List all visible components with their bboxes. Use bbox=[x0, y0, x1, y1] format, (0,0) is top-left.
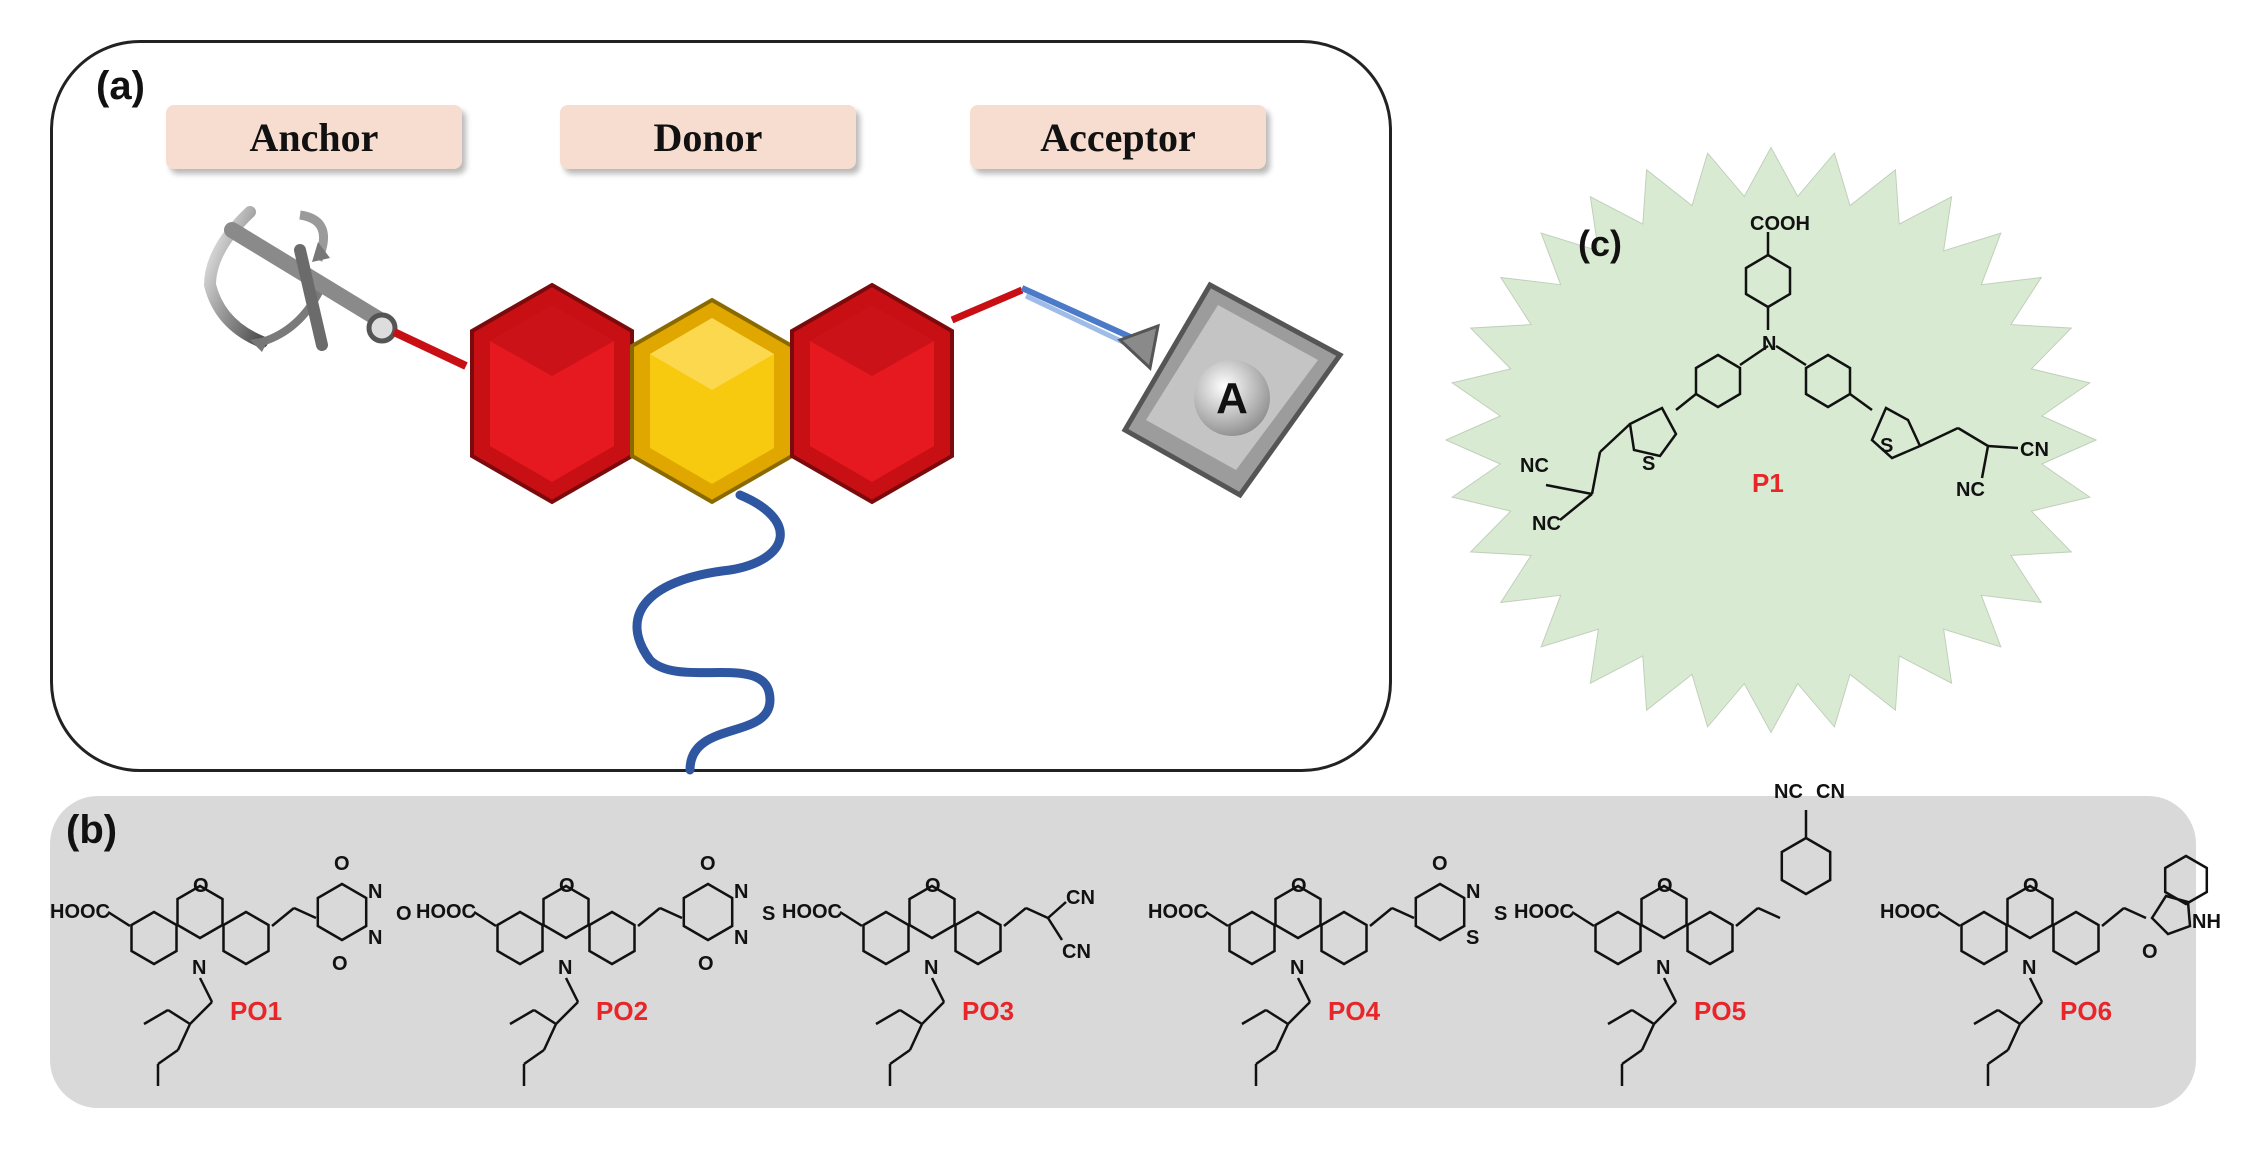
compound-po6: HOOC O N NH O PO6 bbox=[1880, 854, 2221, 1086]
anchor-group: HOOC bbox=[416, 901, 476, 923]
core-oxygen: O bbox=[193, 875, 209, 897]
compound-name: PO4 bbox=[1328, 996, 1381, 1026]
core-oxygen: O bbox=[2023, 875, 2039, 897]
acceptor-atom: O bbox=[2142, 941, 2158, 963]
p1-s-left: S bbox=[1642, 453, 1655, 475]
acceptor-block: A bbox=[1117, 281, 1344, 499]
anchor-icon bbox=[203, 206, 398, 352]
tag-anchor: Anchor bbox=[166, 105, 462, 169]
acceptor-atom: O bbox=[1432, 853, 1448, 875]
compound-po3: HOOC O N CN CN PO3 bbox=[782, 875, 1095, 1086]
acceptor-atom: CN bbox=[1816, 781, 1845, 803]
anchor-group: HOOC bbox=[1880, 901, 1940, 923]
acceptor-atom: S bbox=[1494, 903, 1507, 925]
p1-name: P1 bbox=[1752, 468, 1784, 498]
tag-donor: Donor bbox=[560, 105, 856, 169]
panel-c-starburst bbox=[1444, 146, 2098, 734]
anchor-group: HOOC bbox=[1514, 901, 1574, 923]
core-oxygen: O bbox=[559, 875, 575, 897]
anchor-group: HOOC bbox=[782, 901, 842, 923]
acceptor-atom: O bbox=[698, 953, 714, 975]
panel-b-label: (b) bbox=[66, 808, 118, 852]
core-oxygen: O bbox=[925, 875, 941, 897]
panel-a-label: (a) bbox=[96, 64, 145, 108]
acceptor-atom: N bbox=[1466, 881, 1480, 903]
donor-ring-center bbox=[630, 297, 794, 505]
p1-cn-1: CN bbox=[2020, 439, 2049, 461]
p1-cooh: COOH bbox=[1750, 213, 1810, 235]
acceptor-atom: O bbox=[396, 903, 412, 925]
acceptor-atom: CN bbox=[1062, 941, 1091, 963]
alkyl-chain bbox=[632, 490, 785, 775]
acceptor-letter: A bbox=[1216, 374, 1248, 423]
core-oxygen: O bbox=[1291, 875, 1307, 897]
p1-nc-1: NC bbox=[1520, 455, 1549, 477]
core-oxygen: O bbox=[1657, 875, 1673, 897]
core-nitrogen: N bbox=[1656, 957, 1670, 979]
donor-ring-left bbox=[470, 282, 634, 505]
p1-n: N bbox=[1762, 333, 1776, 355]
core-nitrogen: N bbox=[192, 957, 206, 979]
p1-structure bbox=[1545, 232, 2019, 521]
core-nitrogen: N bbox=[1290, 957, 1304, 979]
acceptor-atom: S bbox=[762, 903, 775, 925]
tag-acceptor: Acceptor bbox=[970, 105, 1266, 169]
acceptor-atom: N bbox=[734, 927, 748, 949]
core-nitrogen: N bbox=[2022, 957, 2036, 979]
donor-ring-right bbox=[790, 282, 954, 505]
compound-name: PO5 bbox=[1694, 996, 1746, 1026]
acceptor-atom: O bbox=[332, 953, 348, 975]
acceptor-atom: NH bbox=[2192, 911, 2221, 933]
anchor-group: HOOC bbox=[1148, 901, 1208, 923]
compound-name: PO6 bbox=[2060, 996, 2112, 1026]
acceptor-atom: N bbox=[368, 881, 382, 903]
p1-nc-3: NC bbox=[1956, 479, 1985, 501]
acceptor-atom: O bbox=[334, 853, 350, 875]
anchor-group: HOOC bbox=[50, 901, 110, 923]
acceptor-atom: NC bbox=[1774, 781, 1803, 803]
panel-b-box bbox=[50, 796, 2196, 1108]
compound-name: PO3 bbox=[962, 996, 1014, 1026]
p1-nc-2: NC bbox=[1532, 513, 1561, 535]
acceptor-atom: S bbox=[1466, 927, 1479, 949]
acceptor-atom: N bbox=[368, 927, 382, 949]
acceptor-atom: O bbox=[700, 853, 716, 875]
acceptor-atom: CN bbox=[1066, 887, 1095, 909]
panel-c-label: (c) bbox=[1578, 223, 1622, 264]
p1-s-right: S bbox=[1880, 435, 1893, 457]
compound-name: PO1 bbox=[230, 996, 282, 1026]
acceptor-atom: N bbox=[734, 881, 748, 903]
core-nitrogen: N bbox=[558, 957, 572, 979]
compound-name: PO2 bbox=[596, 996, 648, 1026]
core-nitrogen: N bbox=[924, 957, 938, 979]
compound-po5: HOOC O N NC CN PO5 bbox=[1514, 781, 1845, 1086]
